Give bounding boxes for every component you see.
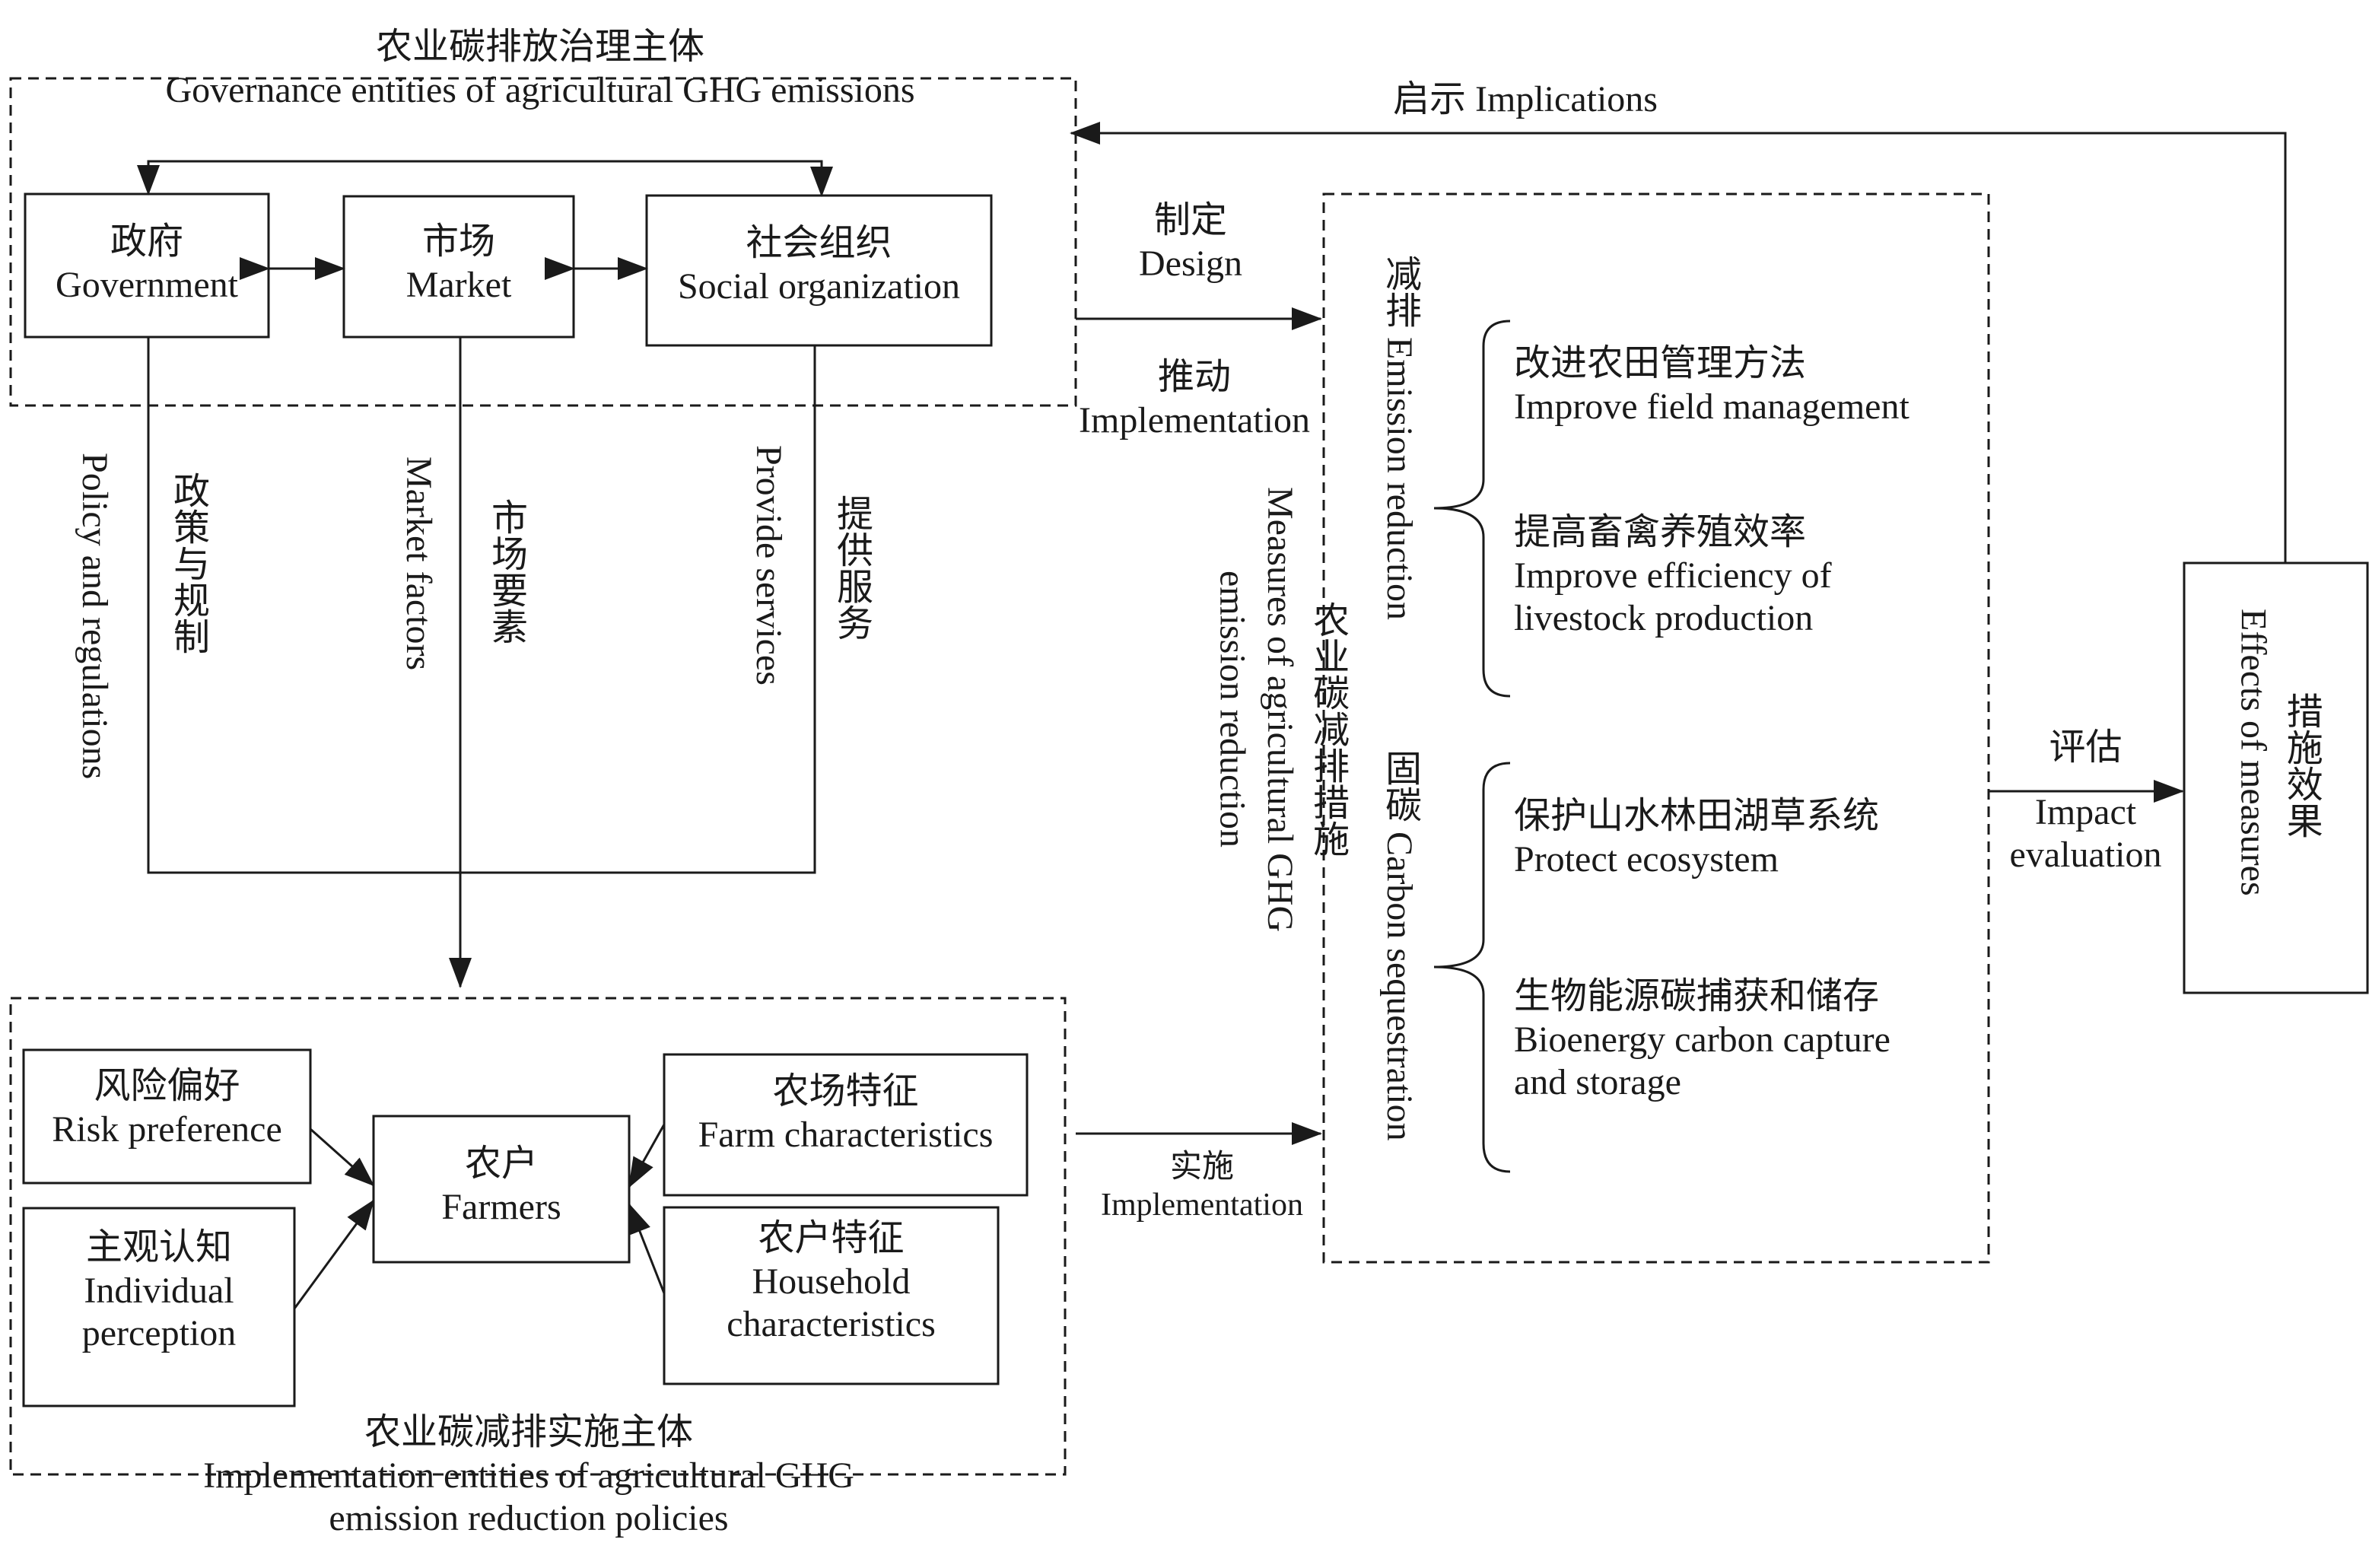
household-en-1: Household — [752, 1261, 911, 1302]
farm-characteristics-label: 农场特征 Farm characteristics — [664, 1070, 1027, 1156]
government-en: Government — [56, 264, 238, 305]
farmers-box — [372, 1115, 631, 1264]
push-en: Implementation — [1079, 399, 1310, 441]
farmers-en: Farmers — [441, 1186, 561, 1227]
connector-implications — [1095, 132, 2287, 563]
individual-perception-label: 主观认知 Individual perception — [24, 1226, 294, 1356]
arrow-perception-to-farmers — [293, 1199, 375, 1309]
carbon-sequestration-label: 固碳 Carbon sequestration — [1379, 749, 1420, 1141]
market-label: 市场 Market — [344, 221, 574, 307]
measures-group-frame — [1322, 192, 1990, 1264]
livestock-en-1: Improve efficiency of — [1514, 555, 1832, 596]
bio-cn: 生物能源碳捕获和储存 — [1514, 976, 1880, 1016]
measures-title-en-1: Measures of agricultural GHG — [1259, 487, 1300, 933]
implementation-title: 农业碳减排实施主体 Implementation entities of agr… — [0, 1411, 1057, 1541]
measures-title-cn: 农业碳减排措施 — [1307, 601, 1348, 857]
ecosystem-item: 保护山水林田湖草系统 Protect ecosystem — [1514, 795, 1879, 881]
eval-cn: 评估 — [2049, 727, 2123, 768]
impl-en: Implementation — [1101, 1187, 1303, 1223]
social-en: Social organization — [677, 266, 960, 307]
household-characteristics-box — [663, 1206, 1000, 1385]
emission-reduction-label: 减排 Emission reduction — [1379, 255, 1420, 620]
livestock-en-2: livestock production — [1514, 598, 1814, 639]
farm-en: Farm characteristics — [698, 1114, 994, 1155]
brace-carbon-sequestration — [1433, 762, 1511, 1173]
measures-title-en-2: emission reduction — [1212, 571, 1253, 848]
eco-en: Protect ecosystem — [1514, 838, 1779, 879]
connector-government-social-down — [147, 337, 816, 874]
arrow-risk-to-farmers — [310, 1127, 375, 1187]
effects-cn: 措施效果 — [2280, 692, 2321, 838]
push-label: 推动 Implementation — [1050, 356, 1339, 442]
bioenergy-item: 生物能源碳捕获和储存 Bioenergy carbon capture and … — [1514, 975, 1890, 1105]
household-characteristics-label: 农户特征 Household characteristics — [664, 1217, 998, 1347]
implementation-title-en-1: Implementation entities of agricultural … — [203, 1455, 854, 1496]
measures-title: 农业碳减排措施 Measures of agricultural GHG emi… — [1208, 487, 1350, 932]
social-organization-label: 社会组织 Social organization — [647, 222, 991, 308]
governance-title-en: Governance entities of agricultural GHG … — [165, 69, 915, 110]
channel-services-en: Provide services — [749, 445, 789, 685]
design-cn: 制定 — [1153, 200, 1227, 240]
eval-en-2: evaluation — [2009, 835, 2162, 876]
livestock-cn: 提高畜禽养殖效率 — [1514, 512, 1807, 552]
implications-label: 启示 Implications — [1393, 79, 1658, 119]
governance-title-cn: 农业碳排放治理主体 — [375, 27, 704, 67]
channel-services-cn: 提供服务 — [831, 495, 871, 641]
bio-en-1: Bioenergy carbon capture — [1514, 1019, 1890, 1060]
risk-preference-label: 风险偏好 Risk preference — [24, 1065, 310, 1151]
perception-en-2: perception — [81, 1313, 237, 1354]
impact-evaluation-label: 评估 Impact evaluation — [1989, 727, 2183, 877]
field-en: Improve field management — [1514, 386, 1910, 427]
channel-market-en: Market factors — [399, 456, 439, 671]
push-cn: 推动 — [1157, 357, 1231, 397]
eval-en-1: Impact — [2034, 791, 2137, 832]
connector-top — [147, 160, 823, 196]
eco-cn: 保护山水林田湖草系统 — [1514, 796, 1880, 836]
effects-en: Effects of measures — [2233, 609, 2274, 896]
governance-group-frame — [9, 77, 1077, 407]
channel-market-cn: 市场要素 — [485, 498, 526, 644]
field-cn: 改进农田管理方法 — [1514, 343, 1807, 383]
government-label: 政府 Government — [25, 221, 269, 307]
perception-cn: 主观认知 — [85, 1227, 232, 1267]
field-management-item: 改进农田管理方法 Improve field management — [1514, 342, 1910, 428]
brace-emission-reduction — [1433, 320, 1511, 698]
impl-label: 实施 Implementation — [1065, 1149, 1339, 1224]
market-cn: 市场 — [421, 221, 495, 262]
farmers-cn: 农户 — [464, 1143, 538, 1184]
channel-policy-en: Policy and regulations — [75, 453, 115, 780]
farmers-label: 农户 Farmers — [374, 1143, 629, 1229]
market-en: Market — [405, 264, 512, 305]
household-cn: 农户特征 — [758, 1218, 905, 1258]
risk-cn: 风险偏好 — [94, 1066, 240, 1106]
livestock-item: 提高畜禽养殖效率 Improve efficiency of livestock… — [1514, 511, 1832, 641]
perception-en-1: Individual — [84, 1270, 234, 1311]
implementation-title-en-2: emission reduction policies — [329, 1498, 729, 1539]
effects-label: 措施效果 Effects of measures — [2229, 609, 2324, 896]
household-en-2: characteristics — [727, 1304, 936, 1345]
social-cn: 社会组织 — [746, 223, 892, 263]
risk-en: Risk preference — [52, 1108, 282, 1150]
impl-cn: 实施 — [1169, 1150, 1234, 1185]
government-cn: 政府 — [110, 221, 183, 262]
bio-en-2: and storage — [1514, 1062, 1681, 1103]
design-en: Design — [1139, 243, 1242, 284]
farm-cn: 农场特征 — [772, 1071, 919, 1112]
design-label: 制定 Design — [1080, 199, 1301, 285]
implementation-group-frame — [9, 997, 1067, 1476]
governance-title: 农业碳排放治理主体 Governance entities of agricul… — [0, 26, 1080, 112]
arrow-household-to-farmers — [628, 1203, 666, 1294]
effects-box — [2183, 561, 2369, 994]
implementation-title-cn: 农业碳减排实施主体 — [364, 1412, 693, 1452]
channel-policy-cn: 政策与规制 — [167, 472, 208, 654]
arrow-farm-to-farmers — [628, 1124, 666, 1188]
risk-preference-box — [22, 1048, 312, 1185]
